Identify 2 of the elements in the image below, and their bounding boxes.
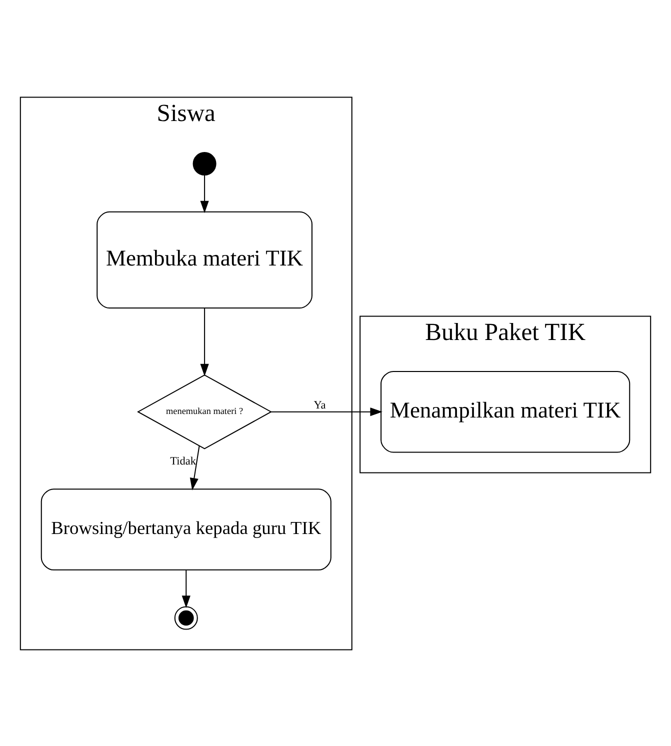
edge-label: Tidak (170, 454, 196, 467)
edge-label: Ya (314, 399, 326, 412)
